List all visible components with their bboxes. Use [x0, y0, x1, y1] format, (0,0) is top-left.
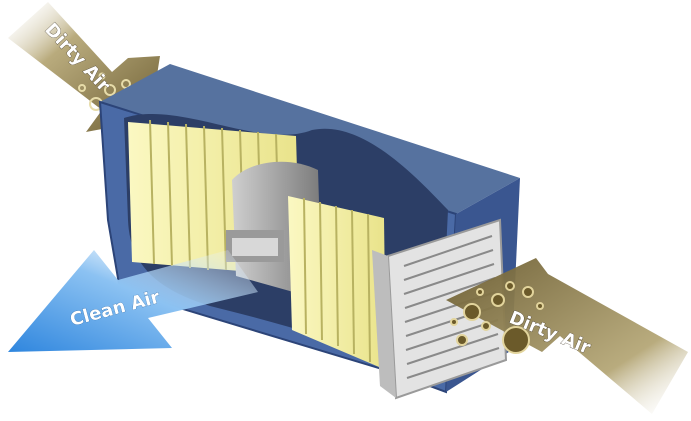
clean-air-arrow-icon [8, 250, 258, 352]
clean-air-arrow: Clean Air [8, 250, 258, 352]
filter-pleats-right [288, 196, 386, 370]
dirt-particles-right [450, 281, 544, 354]
grille-side [372, 250, 396, 398]
intake-grille [372, 218, 508, 400]
dirty-air-arrow-icon [446, 258, 688, 414]
